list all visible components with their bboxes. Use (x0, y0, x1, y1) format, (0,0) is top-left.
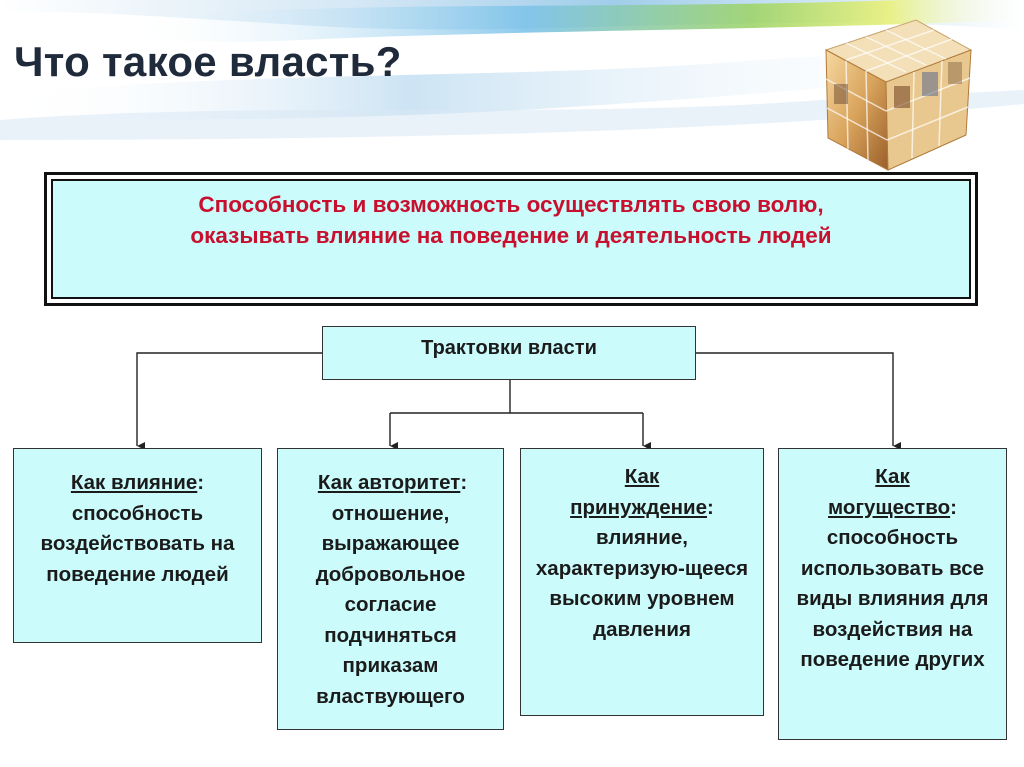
interpretation-coercion: Как принуждение: влияние, характеризую-ще… (520, 448, 764, 716)
interpretation-head: принуждение (570, 495, 708, 519)
interpretation-description: отношение, выражающее добровольное согла… (315, 501, 466, 708)
definition-line-2: оказывать влияние на поведение и деятель… (190, 223, 832, 248)
interpretation-colon: : (460, 471, 468, 494)
interpretation-authority: Как авторитет: отношение, выражающее доб… (277, 448, 504, 730)
interpretation-description: влияние, характеризую-щееся высоким уров… (535, 526, 749, 641)
cube-graphic (824, 19, 973, 171)
root-node-interpretations: Трактовки власти (322, 326, 696, 380)
interpretation-colon: : (950, 495, 957, 519)
interpretation-might: Как могущество: способность использовать … (778, 448, 1007, 740)
interpretation-heading: Как авторитет: (278, 468, 503, 499)
interpretation-description: способность воздействовать на поведение … (40, 501, 235, 586)
definition-line-1: Способность и возможность осуществлять с… (198, 192, 824, 217)
interpretation-influence: Как влияние: способность воздействовать … (13, 448, 262, 643)
interpretation-description: способность использовать все виды влияни… (796, 526, 989, 671)
interpretation-heading: Как влияние: (14, 468, 261, 499)
interpretation-colon: : (707, 495, 714, 519)
interpretation-head: Как влияние (70, 471, 198, 494)
root-node-label: Трактовки власти (421, 337, 597, 359)
slide-title: Что такое власть? (14, 38, 402, 85)
definition-text: Способность и возможность осуществлять с… (53, 189, 969, 251)
interpretation-head: Как авторитет (317, 471, 461, 494)
definition-box: Способность и возможность осуществлять с… (44, 172, 978, 306)
definition-inner-panel: Способность и возможность осуществлять с… (51, 179, 971, 299)
interpretation-heading: Как принуждение: (521, 462, 763, 523)
interpretation-heading: Как могущество: (779, 462, 1006, 523)
interpretation-colon: : (197, 471, 205, 494)
interpretation-head-line-1: Как (875, 465, 910, 488)
photo-cube-image (806, 10, 986, 175)
interpretation-head-line-1: Как (624, 465, 660, 488)
interpretation-head: могущество (828, 495, 951, 519)
